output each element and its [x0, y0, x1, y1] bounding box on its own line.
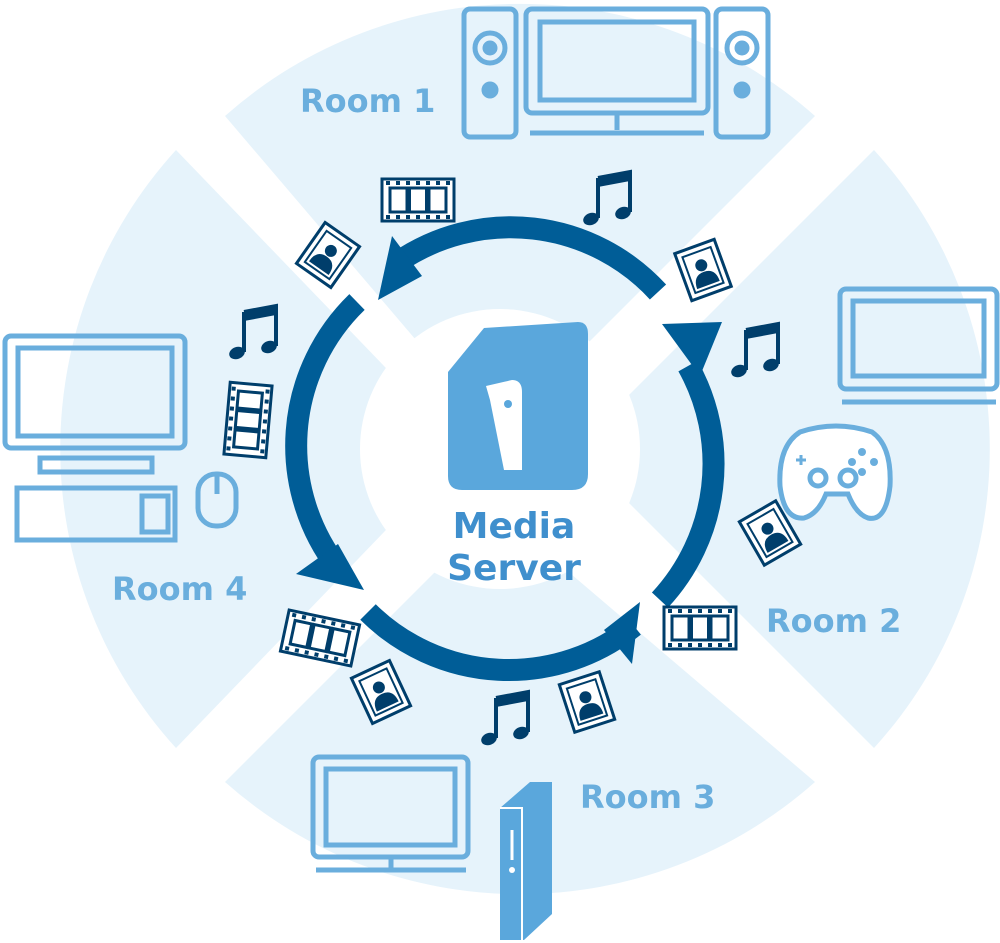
- server-label-line2: Server: [447, 548, 581, 589]
- keyboard-icon: [14, 485, 178, 543]
- tower-pc-icon: [500, 782, 552, 940]
- monitor-icon: [310, 754, 471, 873]
- room-3-label: Room 3: [580, 778, 715, 816]
- room-4-label: Room 4: [112, 570, 247, 608]
- speaker-icon: [461, 6, 519, 140]
- sector-room-3: [225, 551, 815, 895]
- media-server-icon: [448, 322, 588, 490]
- room-4-devices: [2, 333, 239, 543]
- monitor-icon: [837, 286, 1000, 405]
- server-label-line1: Media: [453, 506, 576, 547]
- monitor-icon: [523, 6, 711, 136]
- room-3-devices: [310, 754, 552, 940]
- film-strip-icon: [662, 605, 738, 651]
- arrow-left: [285, 294, 365, 575]
- mouse-icon: [195, 471, 239, 529]
- arrow-top: [391, 216, 667, 300]
- photo-icon: [673, 237, 733, 303]
- speaker-icon: [713, 6, 771, 140]
- room-2-label: Room 2: [766, 602, 901, 640]
- monitor-icon: [2, 333, 188, 475]
- gamepad-icon: [777, 423, 893, 521]
- film-strip-icon: [380, 177, 456, 223]
- arrow-head-top: [378, 236, 422, 300]
- flow-arrows: [285, 216, 725, 681]
- arrow-bottom: [360, 604, 641, 681]
- film-strip-icon: [278, 608, 362, 668]
- arrow-head-right: [662, 322, 722, 376]
- room-2-devices: [777, 286, 1000, 521]
- room-1-devices: [461, 6, 771, 140]
- arrow-head-bottom: [604, 602, 640, 664]
- film-strip-icon: [222, 380, 274, 460]
- arrow-head-left: [296, 544, 364, 590]
- arrow-right: [651, 360, 725, 608]
- room-1-label: Room 1: [300, 82, 435, 120]
